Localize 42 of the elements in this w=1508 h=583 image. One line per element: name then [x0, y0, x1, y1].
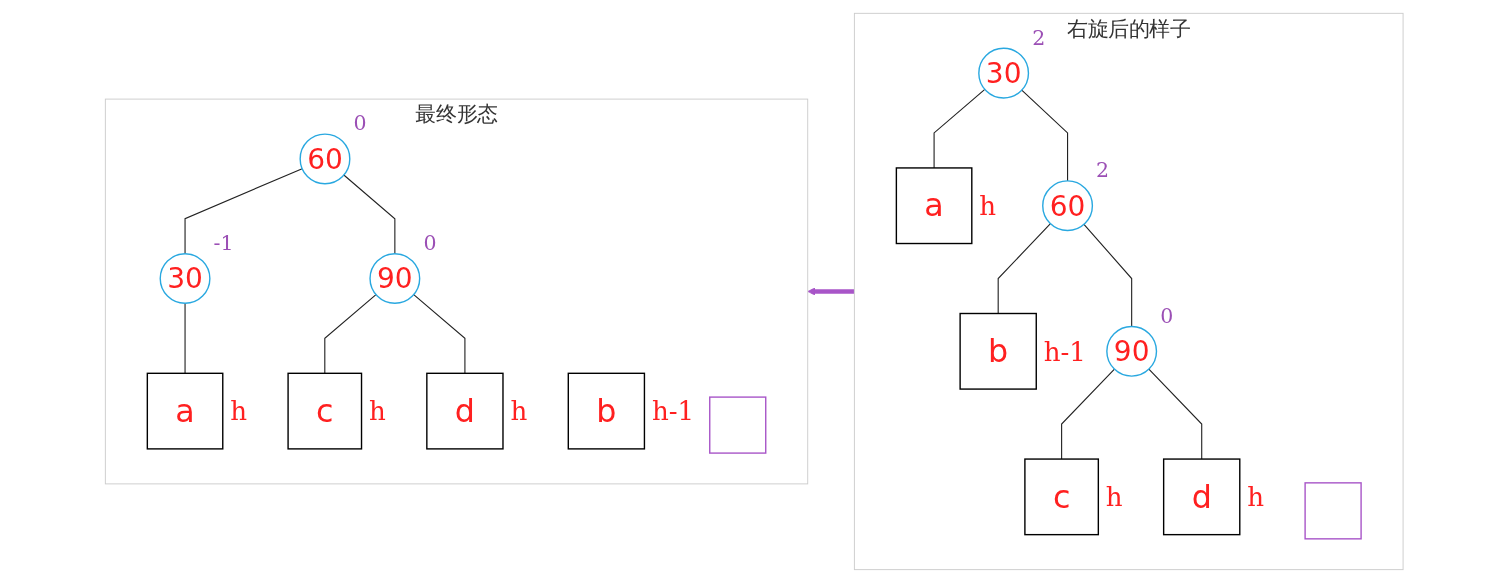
connector	[184, 168, 303, 255]
connector	[933, 88, 986, 169]
node-box: d	[1162, 458, 1241, 536]
connector	[184, 302, 186, 374]
side-label: h	[1247, 482, 1264, 513]
node-box: c	[287, 372, 362, 450]
connector	[1083, 223, 1132, 328]
side-label: 0	[353, 111, 367, 136]
node-box: b	[959, 312, 1037, 390]
connector	[324, 294, 377, 374]
arrow	[807, 287, 855, 296]
side-label: h	[979, 191, 996, 222]
connector	[412, 294, 466, 374]
side-label: 2	[1095, 158, 1109, 183]
node-box	[1304, 482, 1362, 540]
node-circle: 30	[159, 253, 211, 305]
side-label: h-1	[651, 396, 694, 427]
node-box: a	[895, 167, 973, 245]
side-label: h	[1105, 482, 1123, 513]
connector	[997, 223, 1051, 315]
connector	[1021, 89, 1068, 182]
node-circle: 60	[299, 133, 351, 185]
connector	[1148, 368, 1203, 460]
node-box: a	[146, 372, 224, 450]
side-label: h-1	[1043, 336, 1086, 367]
side-label: h	[230, 396, 247, 427]
node-box: d	[425, 372, 504, 450]
node-box: c	[1024, 458, 1099, 536]
node-circle: 60	[1041, 180, 1093, 232]
connector	[1060, 368, 1115, 460]
side-label: 0	[423, 231, 437, 255]
node-circle: 30	[977, 47, 1029, 99]
side-label: 2	[1031, 25, 1046, 50]
side-label: h	[368, 396, 386, 427]
side-label: 0	[1160, 303, 1174, 328]
side-label: h	[510, 396, 528, 427]
node-circle: 90	[1105, 325, 1157, 377]
node-box	[708, 396, 767, 454]
node-circle: 90	[369, 253, 421, 305]
connector	[343, 174, 396, 255]
node-box: b	[567, 372, 645, 450]
side-label: -1	[213, 231, 234, 255]
